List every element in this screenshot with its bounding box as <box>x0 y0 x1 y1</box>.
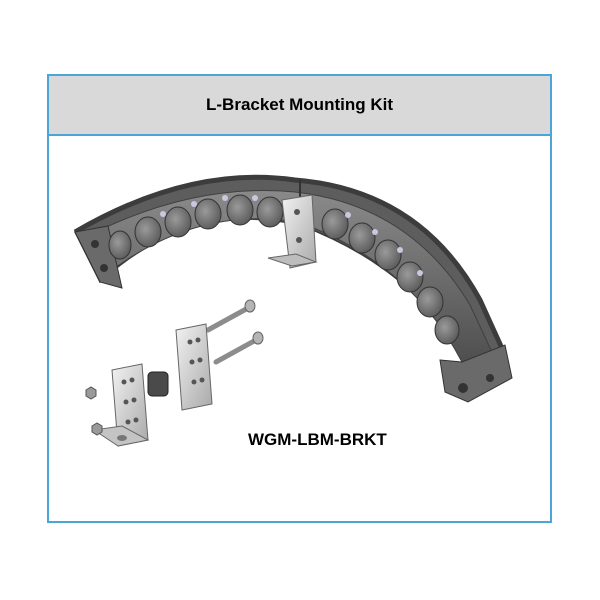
part-number-label: WGM-LBM-BRKT <box>248 430 387 449</box>
panel-title: L-Bracket Mounting Kit <box>206 95 393 114</box>
panel-header: L-Bracket Mounting Kit <box>49 76 550 136</box>
bolt-upper <box>205 299 256 333</box>
bolt-lower <box>213 331 264 365</box>
nut-upper <box>85 386 97 400</box>
track-rollers <box>108 194 460 345</box>
bracket-kit-exploded <box>85 299 264 447</box>
nut-lower <box>91 422 103 436</box>
mounted-bracket <box>267 194 318 269</box>
